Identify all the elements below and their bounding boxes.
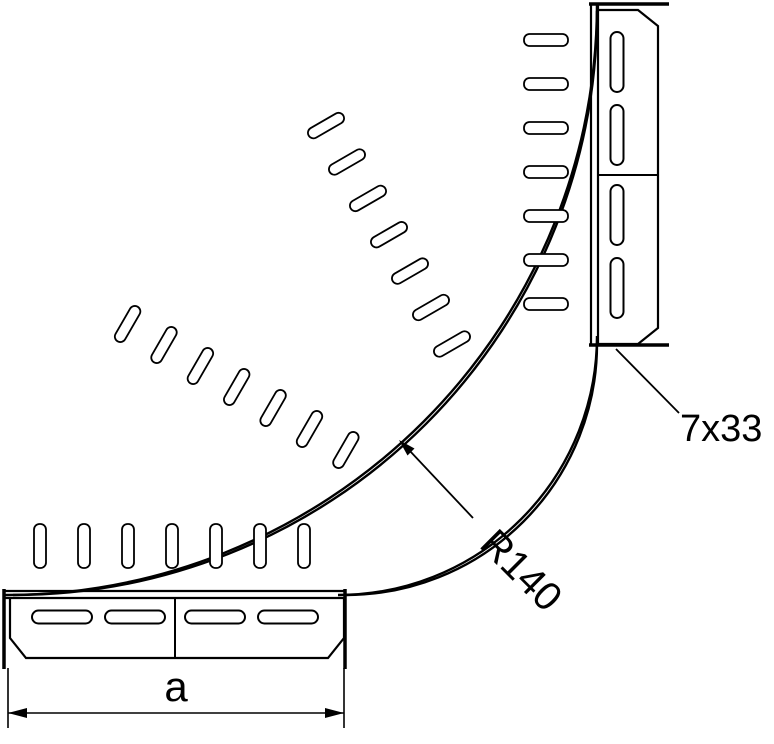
- outer-edge-line-1: [4, 2, 599, 597]
- radius-leader-arrowhead: [399, 440, 415, 456]
- slot: [259, 389, 287, 427]
- slot: [332, 431, 360, 469]
- right-end-joint: [589, 3, 600, 344]
- radial-slot-row-upper: [307, 111, 471, 358]
- slot: [523, 297, 569, 311]
- slot: [391, 257, 429, 285]
- flange-slot: [609, 104, 625, 166]
- slot: [223, 368, 251, 406]
- flange-slot: [257, 609, 319, 625]
- slot: [523, 77, 569, 91]
- slot: [121, 523, 135, 569]
- slot: [295, 410, 324, 448]
- slot: [77, 523, 91, 569]
- slot: [253, 523, 267, 569]
- right-flange-slots: [609, 31, 625, 319]
- slot: [209, 523, 223, 569]
- flange-slot: [609, 257, 625, 319]
- dimension-extension-lines: [7, 668, 345, 728]
- slot: [412, 293, 450, 322]
- slot: [433, 330, 471, 358]
- radius-leader-line: [408, 449, 474, 519]
- slot: [523, 165, 569, 179]
- slot: [165, 523, 179, 569]
- slot: [328, 148, 366, 176]
- slot-size-callout: 7x33: [615, 348, 762, 450]
- slot: [113, 305, 142, 343]
- inner-edge-line-1: [345, 343, 599, 597]
- right-end-slot-row: [523, 33, 569, 311]
- inner-edge-line-2: [337, 335, 599, 597]
- bottom-flange-outline: [8, 598, 346, 660]
- flange-slot: [609, 31, 625, 93]
- tray-body: [4, 2, 600, 600]
- slot: [370, 221, 408, 249]
- dimension-arrow-left: [8, 708, 27, 718]
- outer-edge-line-2: [12, 10, 599, 597]
- tray-outer-edge: [4, 2, 599, 597]
- slot: [523, 121, 569, 135]
- tray-inner-edge: [337, 335, 599, 597]
- slot: [307, 111, 345, 140]
- slot: [523, 33, 569, 47]
- dimension-arrow-right: [325, 708, 344, 718]
- slot-size-leader-line: [615, 348, 680, 414]
- dimension-a: a: [7, 663, 345, 728]
- right-end-flange: [589, 2, 669, 347]
- tray-perforations: [33, 33, 569, 569]
- bottom-end-slot-row: [33, 523, 311, 569]
- bottom-rail-end-caps: [2, 589, 347, 669]
- right-flange-outline: [598, 8, 660, 346]
- slot: [523, 209, 569, 223]
- flange-slot: [184, 609, 246, 625]
- slot: [523, 253, 569, 267]
- flange-slot: [104, 609, 166, 625]
- slot-size-label: 7x33: [680, 408, 762, 450]
- bottom-flange-slots: [31, 609, 319, 625]
- right-rail-end-caps: [589, 2, 669, 347]
- dimension-a-label: a: [164, 663, 188, 710]
- slot: [150, 326, 178, 364]
- slot: [297, 523, 311, 569]
- radial-slot-row-lower: [113, 305, 360, 469]
- slot: [33, 523, 47, 569]
- slot: [186, 347, 215, 385]
- flange-slot: [609, 184, 625, 246]
- flange-slot: [31, 609, 93, 625]
- slot: [349, 184, 387, 213]
- radius-label: R140: [472, 521, 571, 620]
- radius-callout: R140: [399, 440, 570, 620]
- bottom-end-flange: [2, 589, 347, 669]
